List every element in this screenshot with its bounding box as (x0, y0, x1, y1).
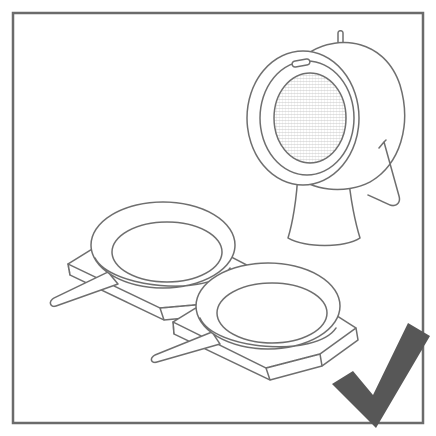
pan-rim (195, 262, 341, 350)
pan-inner (111, 221, 223, 283)
space-heater-icon (246, 30, 406, 247)
pan-handle (49, 271, 119, 308)
image-frame (11, 11, 425, 425)
pan-handle (150, 331, 221, 364)
pan-inner (216, 282, 328, 344)
checkmark-icon (332, 323, 430, 428)
heater-side-handle (367, 141, 401, 207)
heater-grille (273, 72, 347, 164)
heater-slot (291, 58, 311, 68)
pan-rim (90, 201, 236, 289)
heater-top-handle (337, 30, 344, 43)
frying-pan-icon (150, 262, 359, 381)
